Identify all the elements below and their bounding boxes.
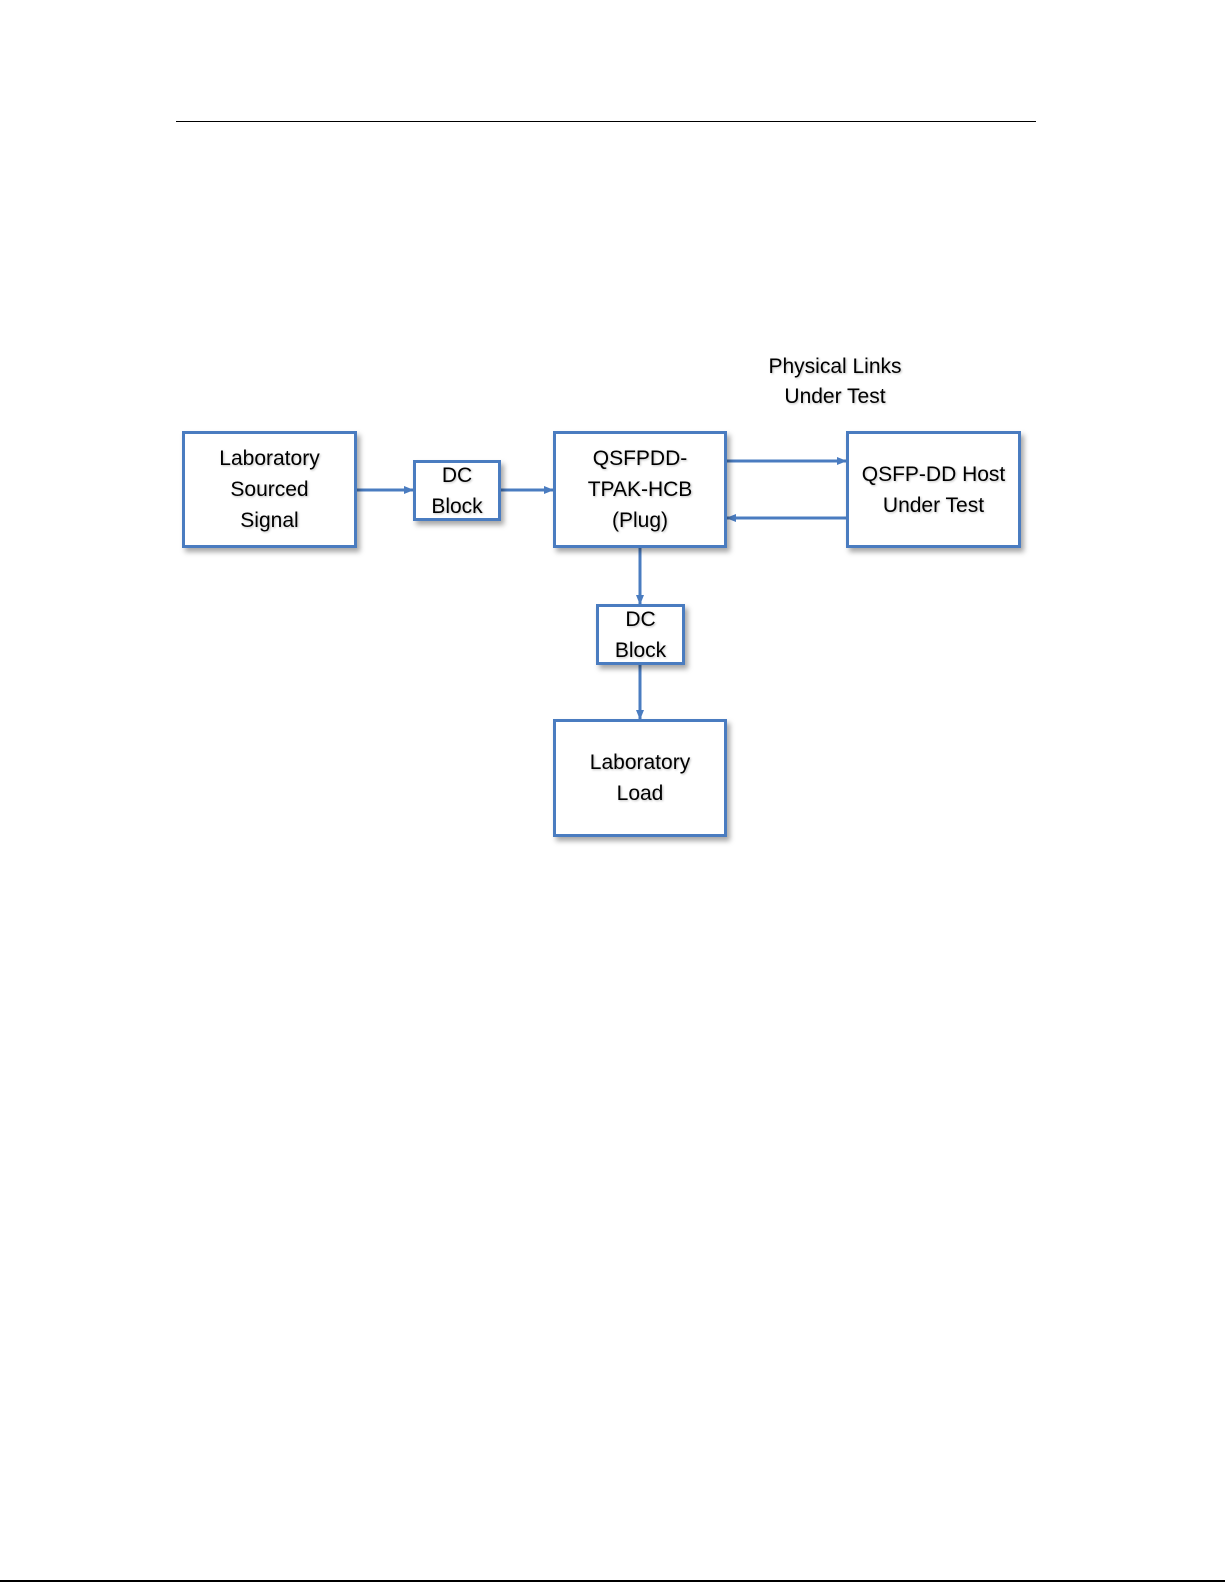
box-label-line: QSFPDD- bbox=[593, 443, 688, 474]
box-label-line: TPAK-HCB bbox=[588, 474, 693, 505]
laboratory-load-box: Laboratory Load bbox=[553, 719, 727, 837]
box-label-line: Sourced bbox=[230, 474, 308, 505]
box-label-line: (Plug) bbox=[612, 505, 668, 536]
laboratory-sourced-signal-box: Laboratory Sourced Signal bbox=[182, 431, 357, 548]
box-label-line: Block bbox=[431, 491, 482, 522]
box-label-line: Under Test bbox=[883, 490, 984, 521]
footer-rule bbox=[0, 1580, 1225, 1582]
box-label-line: Load bbox=[617, 778, 664, 809]
box-label-line: Laboratory bbox=[219, 443, 319, 474]
qsfp-dd-host-box: QSFP-DD Host Under Test bbox=[846, 431, 1021, 548]
dc-block-input-box: DC Block bbox=[413, 460, 501, 521]
box-label-line: QSFP-DD Host bbox=[862, 459, 1006, 490]
box-label-line: DC bbox=[625, 604, 655, 635]
box-label-line: Block bbox=[615, 635, 666, 666]
qsfpdd-tpak-hcb-plug-box: QSFPDD- TPAK-HCB (Plug) bbox=[553, 431, 727, 548]
dc-block-output-box: DC Block bbox=[596, 604, 685, 665]
box-label-line: Laboratory bbox=[590, 747, 690, 778]
box-label-line: Signal bbox=[240, 505, 298, 536]
box-label-line: DC bbox=[442, 460, 472, 491]
